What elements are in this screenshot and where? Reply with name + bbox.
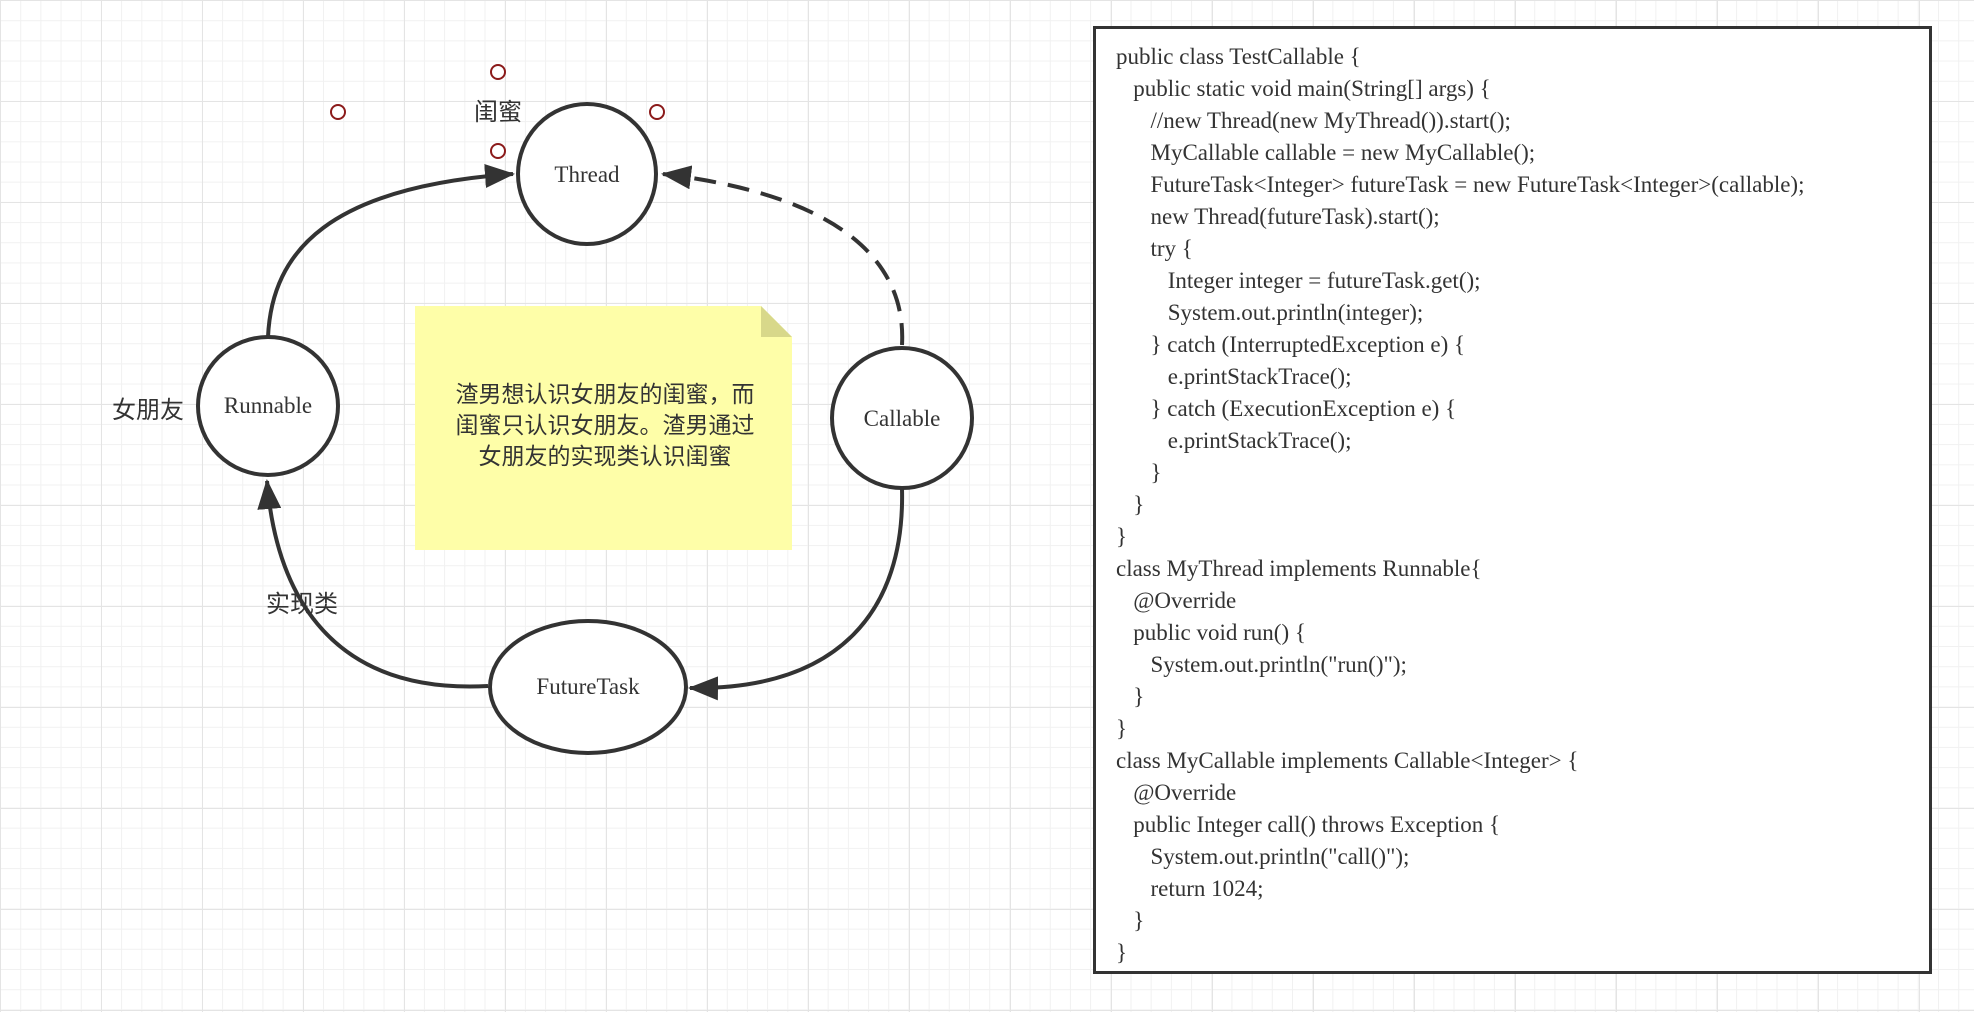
node-futuretask-label: FutureTask: [536, 674, 640, 699]
code-line: //new Thread(new MyThread()).start();: [1116, 108, 1511, 133]
sticky-note[interactable]: [415, 306, 792, 550]
note-line: 女朋友的实现类认识闺蜜: [478, 444, 732, 470]
code-line: }: [1116, 492, 1145, 517]
code-line: }: [1116, 684, 1145, 709]
code-line: public void run() {: [1116, 620, 1306, 645]
code-box[interactable]: public class TestCallable { public stati…: [1093, 26, 1932, 974]
node-callable[interactable]: Callable: [830, 346, 974, 490]
node-futuretask[interactable]: FutureTask: [488, 619, 688, 755]
label-girlfriend: 女朋友: [112, 397, 184, 424]
code-line: e.printStackTrace();: [1116, 364, 1352, 389]
selection-handle-bottom[interactable]: [490, 143, 506, 159]
code-line: System.out.println("call()");: [1116, 844, 1410, 869]
code-line: class MyThread implements Runnable{: [1116, 556, 1482, 581]
code-line: MyCallable callable = new MyCallable();: [1116, 140, 1536, 165]
code-block: public class TestCallable { public stati…: [1116, 41, 1804, 969]
code-line: public class TestCallable {: [1116, 44, 1361, 69]
code-line: e.printStackTrace();: [1116, 428, 1352, 453]
code-line: @Override: [1116, 780, 1237, 805]
edge-callable-to-futuretask[interactable]: [688, 488, 905, 701]
code-line: }: [1116, 524, 1128, 549]
code-line: } catch (ExecutionException e) {: [1116, 396, 1457, 421]
code-line: class MyCallable implements Callable<Int…: [1116, 748, 1579, 773]
edge-callable-to-thread[interactable]: [661, 165, 905, 346]
code-line: System.out.println(integer);: [1116, 300, 1424, 325]
code-line: }: [1116, 940, 1128, 965]
code-line: FutureTask<Integer> futureTask = new Fut…: [1116, 172, 1805, 197]
note-line: 闺蜜只认识女朋友。渣男通过: [455, 413, 755, 439]
selection-handle-right[interactable]: [649, 104, 665, 120]
edge-runnable-to-thread[interactable]: [266, 164, 515, 338]
code-line: return 1024;: [1116, 876, 1264, 901]
code-line: Integer integer = futureTask.get();: [1116, 268, 1481, 293]
code-line: @Override: [1116, 588, 1237, 613]
note-line: 渣男想认识女朋友的闺蜜，而: [455, 382, 755, 408]
selection-handle-left[interactable]: [330, 104, 346, 120]
code-line: new Thread(futureTask).start();: [1116, 204, 1440, 229]
node-runnable-label: Runnable: [224, 393, 312, 418]
selection-handle-top[interactable]: [490, 64, 506, 80]
code-line: }: [1116, 908, 1145, 933]
code-line: System.out.println("run()");: [1116, 652, 1407, 677]
node-thread-label: Thread: [554, 162, 620, 187]
node-callable-label: Callable: [864, 406, 941, 431]
code-line: public Integer call() throws Exception {: [1116, 812, 1501, 837]
code-line: } catch (InterruptedException e) {: [1116, 332, 1466, 357]
sticky-note-text: 渣男想认识女朋友的闺蜜，而 闺蜜只认识女朋友。渣男通过 女朋友的实现类认识闺蜜: [420, 380, 790, 473]
label-guimi: 闺蜜: [474, 99, 522, 126]
code-line: try {: [1116, 236, 1193, 261]
label-impl: 实现类: [266, 591, 338, 618]
node-thread[interactable]: Thread: [516, 102, 658, 246]
code-line: }: [1116, 460, 1162, 485]
code-line: }: [1116, 716, 1128, 741]
code-line: public static void main(String[] args) {: [1116, 76, 1491, 101]
edge-futuretask-to-runnable[interactable]: [257, 479, 489, 689]
node-runnable[interactable]: Runnable: [196, 335, 340, 477]
